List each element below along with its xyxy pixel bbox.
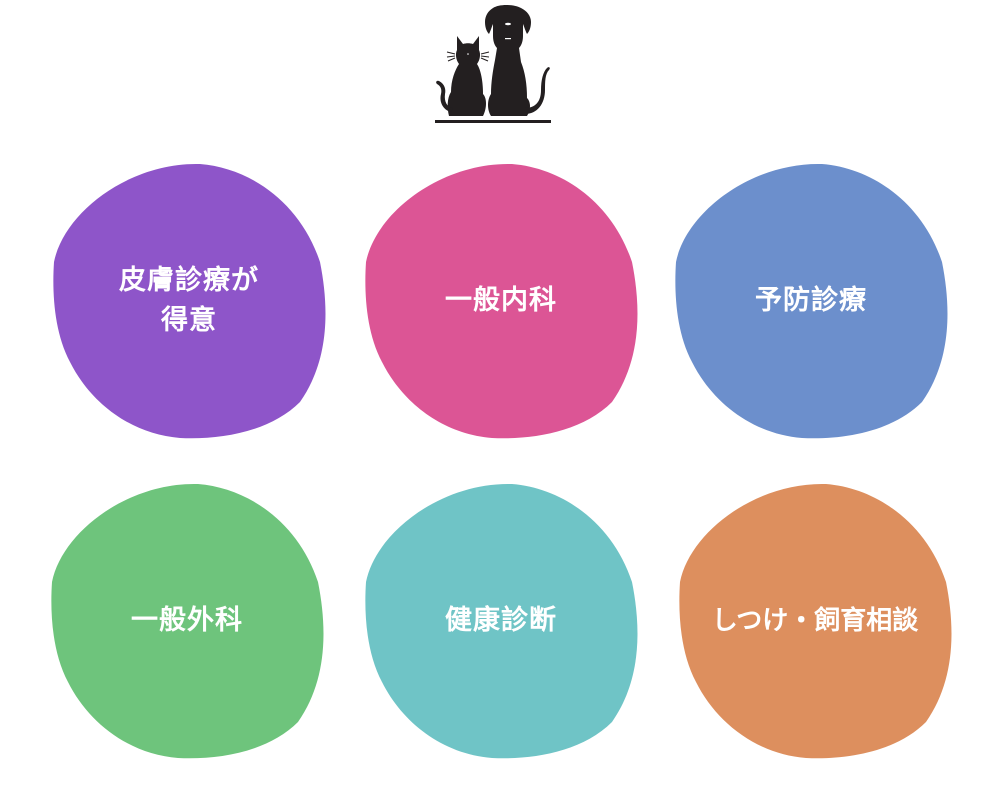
service-label: 皮膚診療が 得意 [119, 265, 259, 336]
service-training-consultation-button[interactable]: しつけ・飼育相談 [676, 482, 954, 760]
service-label: 一般内科 [445, 285, 557, 316]
service-label: しつけ・飼育相談 [711, 606, 919, 636]
blob-fill [53, 163, 326, 439]
blob-shape [362, 482, 640, 760]
blob-shape [48, 482, 326, 760]
service-general-surgery-button[interactable]: 一般外科 [48, 482, 326, 760]
cat-and-dog-logo-icon [435, 2, 551, 124]
service-skin-care-button[interactable]: 皮膚診療が 得意 [50, 162, 328, 440]
service-preventive-care-button[interactable]: 予防診療 [672, 162, 950, 440]
service-label: 一般外科 [131, 605, 243, 636]
blob-shape [676, 482, 954, 760]
blob-shape [50, 162, 328, 440]
service-label: 健康診断 [445, 605, 557, 636]
service-health-checkup-button[interactable]: 健康診断 [362, 482, 640, 760]
service-label: 予防診療 [755, 285, 867, 316]
blob-shape [672, 162, 950, 440]
service-internal-medicine-button[interactable]: 一般内科 [362, 162, 640, 440]
blob-shape [362, 162, 640, 440]
